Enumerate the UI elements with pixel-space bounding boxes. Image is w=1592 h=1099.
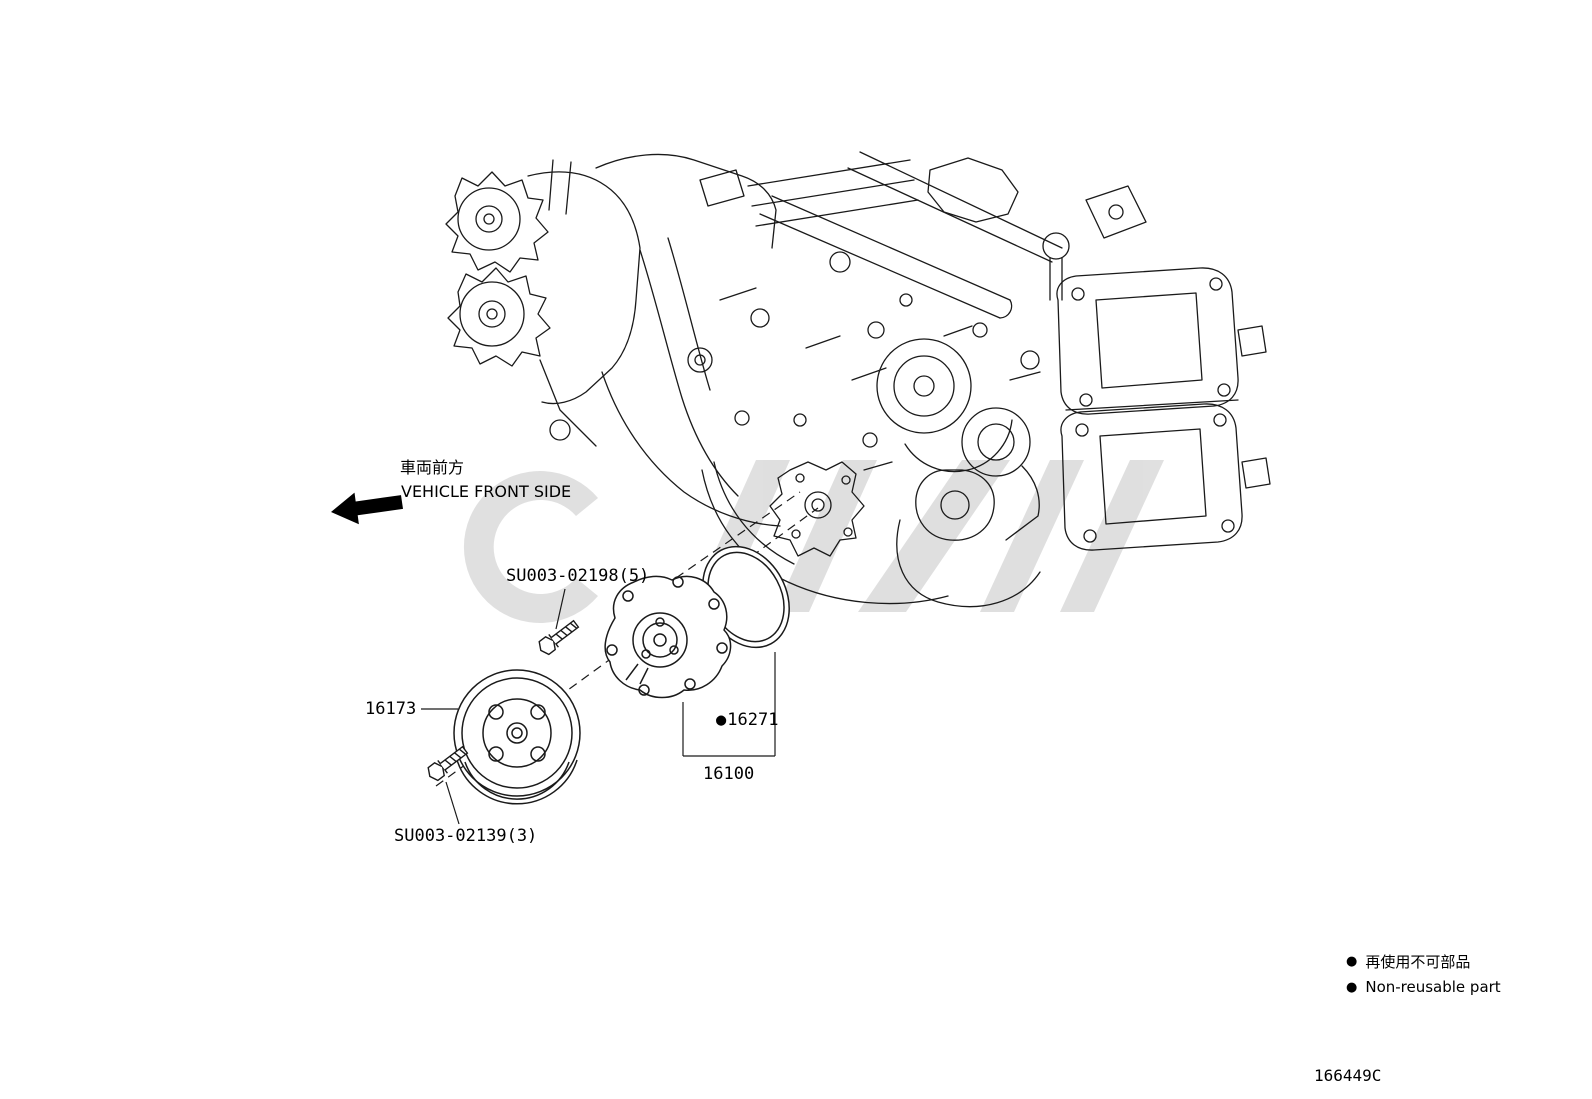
gasket-part-number-label: ●16271 xyxy=(716,710,778,730)
non-reusable-dot-icon: ● xyxy=(716,710,727,730)
non-reusable-dot-icon: ● xyxy=(1346,954,1358,969)
legend-row-en: ● Non-reusable part xyxy=(1346,978,1501,996)
pulley-part-number-label: 16173 xyxy=(365,699,417,719)
vehicle-front-label-jp: 車両前方 xyxy=(400,458,465,477)
legend-text-jp: 再使用不可部品 xyxy=(1365,953,1471,971)
legend-row-jp: ● 再使用不可部品 xyxy=(1346,951,1470,972)
leader-lines xyxy=(421,588,776,825)
watermark xyxy=(463,460,1164,623)
vehicle-front-arrow xyxy=(331,492,403,525)
water-pump-drawing xyxy=(604,575,732,699)
legend-text-en: Non-reusable part xyxy=(1365,978,1501,996)
upper-bolt-drawing xyxy=(538,619,580,656)
pump-part-number-label: 16100 xyxy=(703,764,755,784)
vehicle-front-label-en: VEHICLE FRONT SIDE xyxy=(401,482,572,501)
diagram-code: 166449C xyxy=(1314,1066,1382,1085)
pulley-drawing xyxy=(453,669,581,805)
bolt-lower-part-number-label: SU003-02139(3) xyxy=(394,826,538,846)
non-reusable-dot-icon: ● xyxy=(1346,979,1358,995)
gasket-part-number: 16271 xyxy=(727,710,779,730)
engine-line-art xyxy=(445,151,1271,608)
bolt-upper-part-number-label: SU003-02198(5) xyxy=(506,566,650,586)
lower-bolt-drawing xyxy=(427,745,469,782)
